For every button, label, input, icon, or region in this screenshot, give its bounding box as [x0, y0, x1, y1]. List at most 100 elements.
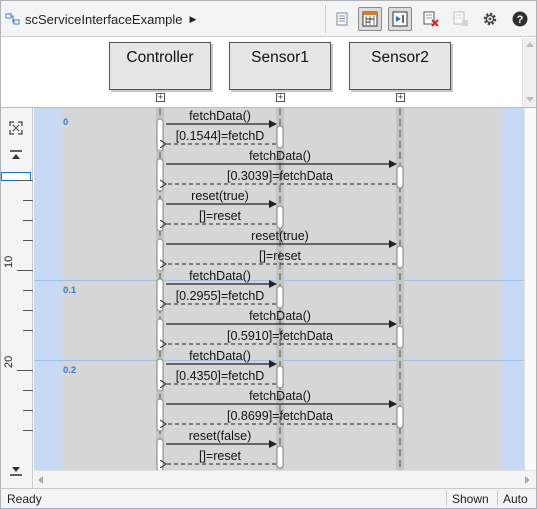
ruler-tick — [23, 200, 33, 201]
reply-label: [0.4350]=fetchD — [176, 369, 265, 383]
ruler-tick — [23, 240, 33, 241]
message-label: fetchData() — [189, 109, 251, 123]
shown-indicator[interactable]: Shown — [452, 492, 489, 506]
reply-label: [0.3039]=fetchData — [227, 169, 333, 183]
expand-icon[interactable]: + — [156, 92, 165, 102]
lifeline-label: Sensor2 — [371, 49, 429, 66]
time-label: 0.2 — [63, 365, 77, 376]
activation-bar — [156, 318, 164, 352]
ruler-tick — [23, 330, 33, 331]
disabled-action-button[interactable] — [449, 7, 473, 31]
lifeline-controller[interactable]: Controller — [109, 42, 211, 90]
activation-bar — [396, 245, 404, 269]
time-label: 0 — [63, 117, 69, 128]
lifeline-header: Controller Sensor1 Sensor2 + + + — [1, 38, 536, 108]
reply-label: [0.1544]=fetchD — [176, 129, 265, 143]
message-label: fetchData() — [249, 149, 311, 163]
activation-bar — [156, 398, 164, 432]
disabled-action-icon — [453, 11, 468, 26]
step-into-icon — [392, 11, 408, 27]
sequence-view-button[interactable] — [358, 7, 382, 31]
activation-bar — [156, 198, 164, 232]
status-separator — [497, 491, 498, 507]
help-icon: ? — [512, 11, 528, 27]
step-into-button[interactable] — [388, 7, 412, 31]
ruler-tick — [23, 310, 33, 311]
zoom-in-icon[interactable] — [9, 150, 23, 160]
activation-bar — [156, 238, 164, 272]
activation-bar — [396, 325, 404, 349]
activation-bar — [156, 358, 164, 392]
ruler-tick — [23, 390, 33, 391]
lifeline-label: Controller — [126, 49, 194, 66]
zoom-out-icon[interactable] — [9, 466, 23, 476]
activation-bar — [156, 118, 164, 152]
messages-canvas: fetchData() [0.1544]=fetchD fetchData() [0.… — [156, 108, 404, 470]
activation-bar — [276, 285, 284, 309]
scroll-left-icon[interactable] — [38, 476, 43, 484]
message-label: reset(true) — [191, 189, 249, 203]
scroll-down-icon[interactable] — [526, 97, 534, 102]
toolbar-separator — [325, 5, 326, 33]
status-separator — [446, 491, 447, 507]
remove-breakpoint-icon — [423, 11, 439, 27]
activation-bar — [276, 365, 284, 389]
activation-bar — [276, 205, 284, 229]
reply-label: [0.2955]=fetchD — [176, 289, 265, 303]
status-bar: Ready Shown Auto — [1, 488, 536, 508]
ruler-tick — [17, 370, 33, 371]
header-scrollbar[interactable] — [522, 38, 536, 107]
remove-breakpoint-button[interactable] — [419, 7, 443, 31]
ruler-marker[interactable] — [1, 172, 31, 181]
ruler-tick — [23, 430, 33, 431]
lifeline-sensor1[interactable]: Sensor1 — [229, 42, 331, 90]
properties-button[interactable] — [330, 7, 354, 31]
auto-indicator[interactable]: Auto — [503, 492, 528, 506]
message-label: fetchData() — [249, 389, 311, 403]
model-icon — [5, 13, 20, 25]
lifeline-label: Sensor1 — [251, 49, 309, 66]
fit-to-view-icon[interactable] — [8, 120, 24, 136]
ruler-tick — [23, 220, 33, 221]
activation-bar — [396, 165, 404, 189]
vertical-scrollbar[interactable] — [524, 108, 536, 470]
message-label: fetchData() — [189, 349, 251, 363]
activation-bar — [156, 438, 164, 470]
reply-label: []=reset — [199, 449, 242, 463]
activation-bar — [156, 278, 164, 312]
help-button[interactable]: ? — [508, 7, 532, 31]
ruler-label: 20 — [3, 355, 15, 368]
ruler-label: 10 — [3, 255, 15, 268]
reply-label: []=reset — [259, 249, 302, 263]
svg-text:?: ? — [517, 14, 524, 26]
settings-button[interactable] — [478, 7, 502, 31]
scroll-up-icon[interactable] — [526, 42, 534, 47]
status-text: Ready — [7, 492, 42, 506]
properties-icon — [336, 12, 348, 26]
scroll-right-icon[interactable] — [525, 476, 530, 484]
sequence-view-icon — [362, 11, 378, 27]
chevron-right-icon[interactable]: ▶ — [189, 13, 197, 24]
time-label: 0.1 — [63, 285, 77, 296]
toolbar: scServiceInterfaceExample ▶ — [1, 1, 536, 37]
ruler-tick — [17, 180, 33, 181]
time-ruler[interactable]: 10 20 — [1, 108, 33, 488]
breadcrumb[interactable]: scServiceInterfaceExample ▶ — [5, 9, 196, 29]
reply-label: [0.8699]=fetchData — [227, 409, 333, 423]
activation-bar — [276, 125, 284, 149]
lifeline-sensor2[interactable]: Sensor2 — [349, 42, 451, 90]
activation-bar — [156, 158, 164, 192]
message-label: reset(false) — [189, 429, 252, 443]
activation-bar — [276, 445, 284, 469]
ruler-tick — [23, 410, 33, 411]
message-label: reset(true) — [251, 229, 309, 243]
expand-icon[interactable]: + — [276, 92, 285, 102]
model-name[interactable]: scServiceInterfaceExample — [25, 11, 183, 27]
time-column — [34, 108, 62, 470]
horizontal-scrollbar[interactable] — [34, 470, 536, 488]
reply-label: []=reset — [199, 209, 242, 223]
activation-bar — [396, 405, 404, 429]
expand-icon[interactable]: + — [396, 92, 405, 102]
ruler-tick — [17, 270, 33, 271]
